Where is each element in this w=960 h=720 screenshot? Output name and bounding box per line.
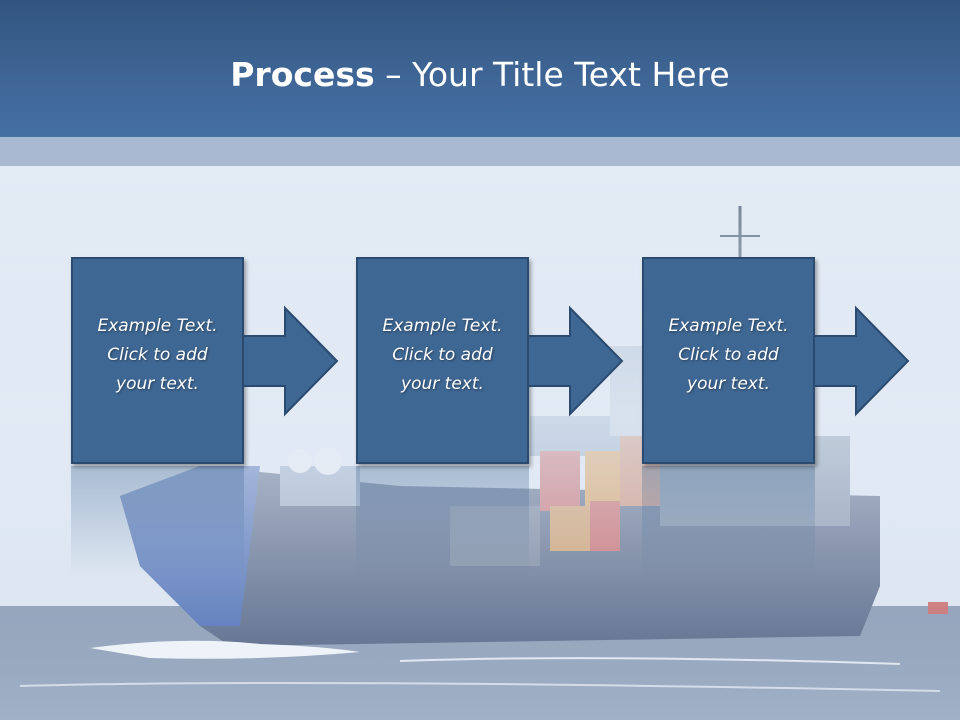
process-step-1[interactable]: Example Text. Click to add your text. xyxy=(71,257,244,464)
step-1-reflection xyxy=(71,466,244,576)
title-rest: – Your Title Text Here xyxy=(374,55,730,94)
step-2-text: Example Text. Click to add your text. xyxy=(382,316,503,394)
page-title[interactable]: Process – Your Title Text Here xyxy=(0,50,960,100)
process-step-3[interactable]: Example Text. Click to add your text. xyxy=(642,257,815,464)
step-1-text: Example Text. Click to add your text. xyxy=(97,316,218,394)
title-underband xyxy=(0,137,960,166)
step-3-reflection xyxy=(642,466,815,576)
title-bold: Process xyxy=(230,55,375,94)
step-3-text: Example Text. Click to add your text. xyxy=(668,316,789,394)
arrow-right-icon xyxy=(242,305,339,417)
arrow-right-icon xyxy=(527,305,624,417)
step-2-reflection xyxy=(356,466,529,576)
title-bar xyxy=(0,0,960,137)
arrow-right-icon xyxy=(813,305,910,417)
process-step-2[interactable]: Example Text. Click to add your text. xyxy=(356,257,529,464)
